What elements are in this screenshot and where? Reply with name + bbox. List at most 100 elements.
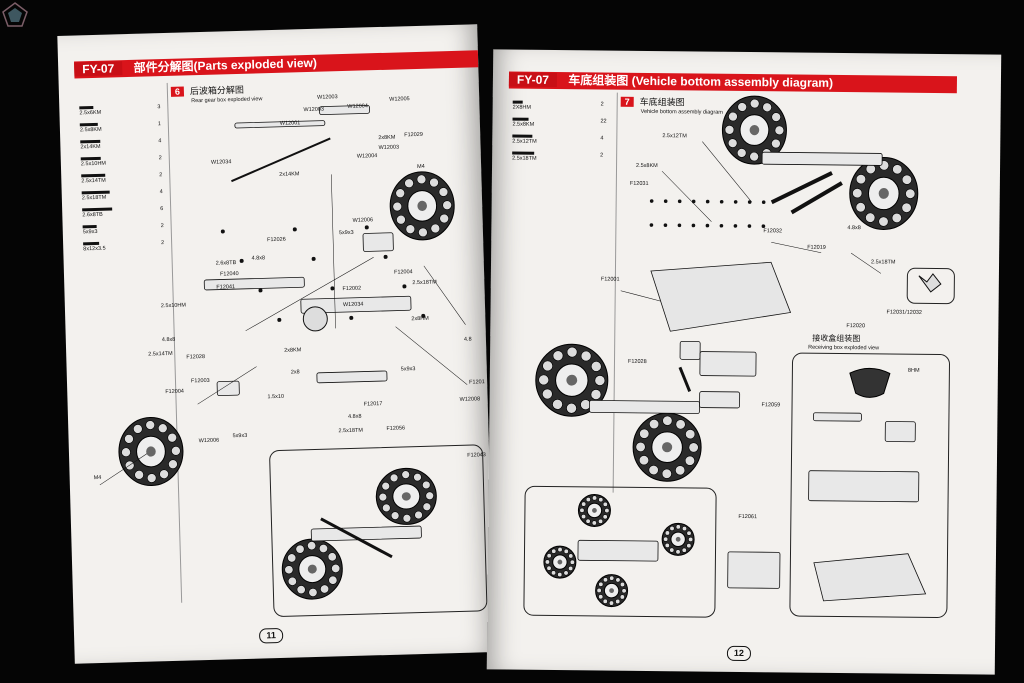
screw-icon <box>719 199 724 204</box>
screw-icon <box>292 227 297 232</box>
tread-lug <box>381 481 390 491</box>
tread-lug <box>167 432 177 443</box>
tread-lug <box>669 525 675 531</box>
part-callout-label: 2.5x10HM <box>160 302 187 310</box>
tread-lug <box>737 102 747 112</box>
tread-lug <box>855 202 866 213</box>
tread-lug <box>121 447 131 458</box>
tread-lug <box>568 565 574 571</box>
lower-link <box>790 181 843 215</box>
tread-lug <box>414 510 423 520</box>
tread-lug <box>686 543 692 549</box>
tread-lug <box>422 502 432 511</box>
tread-lug <box>438 187 449 197</box>
tread-lug <box>669 547 675 553</box>
transmission <box>699 351 757 377</box>
screw-icon <box>761 200 766 204</box>
part-callout-label: 2.5x12TM <box>662 133 687 140</box>
receiver-tray <box>813 553 927 602</box>
tread-lug <box>418 227 428 238</box>
link-bar <box>316 370 388 384</box>
tread-lug <box>551 548 557 554</box>
tread-lug <box>320 584 330 594</box>
tread-lug <box>685 429 696 440</box>
tread-lug <box>664 530 670 536</box>
leader-line <box>620 290 661 302</box>
tread-lug <box>378 492 388 502</box>
tread-lug <box>878 216 889 227</box>
part-callout-label: 2.6x8TB <box>215 260 237 267</box>
drive-shaft-long <box>231 137 331 183</box>
tread-lug <box>308 587 318 597</box>
screw-icon <box>220 229 225 234</box>
screw-icon <box>663 223 668 227</box>
tread-lug <box>602 514 608 520</box>
part-callout-label: F12001 <box>600 276 620 283</box>
tread-lug <box>608 600 615 606</box>
right-page: FY-07 车底组装图 (Vehicle bottom assembly dia… <box>486 49 1002 675</box>
part-callout-label: W12003 <box>378 144 400 152</box>
tread-lug <box>566 402 577 414</box>
wheel-hub <box>557 559 563 565</box>
tread-lug <box>541 388 553 400</box>
part-callout-label: W12008 <box>459 396 481 403</box>
part-callout-label: M4 <box>417 163 425 170</box>
tread-lug <box>592 495 598 501</box>
tread-lug <box>749 151 759 162</box>
tread-lug <box>852 188 863 199</box>
upper-link <box>770 171 833 205</box>
tread-lug <box>585 497 591 503</box>
screw-icon <box>761 224 766 228</box>
tread-lug <box>664 542 670 548</box>
tread-lug <box>566 346 578 358</box>
receiver-box-frame <box>789 352 951 619</box>
part-callout-label: F12028 <box>186 353 206 361</box>
tread-lug <box>581 514 587 520</box>
tread-lug <box>287 576 297 586</box>
part-callout-label: F12031 <box>629 180 649 187</box>
tread-lug <box>648 464 659 476</box>
tread-lug <box>557 547 563 553</box>
tread-lug <box>901 174 912 185</box>
clip-detail-frame <box>906 267 955 305</box>
leader-line <box>197 366 257 405</box>
tread-lug <box>563 570 569 576</box>
tread-lug <box>145 420 155 430</box>
axle-shaft <box>319 104 370 116</box>
clip-icon <box>918 273 942 293</box>
tread-lug <box>557 572 563 578</box>
leader-line <box>771 242 822 254</box>
screw-icon <box>733 200 738 204</box>
part-callout-label: W12001 <box>279 120 301 127</box>
tread-lug <box>675 419 686 430</box>
left-page-number: 11 <box>258 627 284 644</box>
screw-icon <box>705 199 710 204</box>
screw-icon <box>383 254 388 259</box>
tread-lug <box>318 543 328 553</box>
gear-box-housing <box>300 295 412 314</box>
watermark-logo-icon <box>2 2 28 27</box>
part-callout-label: 4.8x8 <box>347 413 362 421</box>
antenna-cap <box>849 367 891 398</box>
part-callout-label: F12029 <box>404 131 423 139</box>
part-callout-label: F12028 <box>627 358 647 365</box>
tread-lug <box>546 565 552 571</box>
screw-icon <box>663 199 668 203</box>
screw-icon <box>705 223 710 228</box>
tread-lug <box>296 585 306 595</box>
receiver-bracket <box>813 412 862 422</box>
tread-lug <box>580 350 592 362</box>
tread-lug <box>307 541 317 551</box>
part-callout-label: 4.8 <box>463 336 472 343</box>
tread-lug <box>542 360 553 372</box>
part-callout-label: 2.5x18TM <box>338 427 364 435</box>
tread-lug <box>724 125 735 135</box>
part-callout-label: F12003 <box>190 377 210 385</box>
tread-lug <box>405 224 416 234</box>
screw-icon <box>677 199 682 204</box>
tread-lug <box>602 577 609 583</box>
screw-icon <box>747 224 752 228</box>
right-assembled-view-frame <box>523 485 717 618</box>
differential-gear <box>302 306 328 332</box>
tread-lug <box>901 202 912 213</box>
